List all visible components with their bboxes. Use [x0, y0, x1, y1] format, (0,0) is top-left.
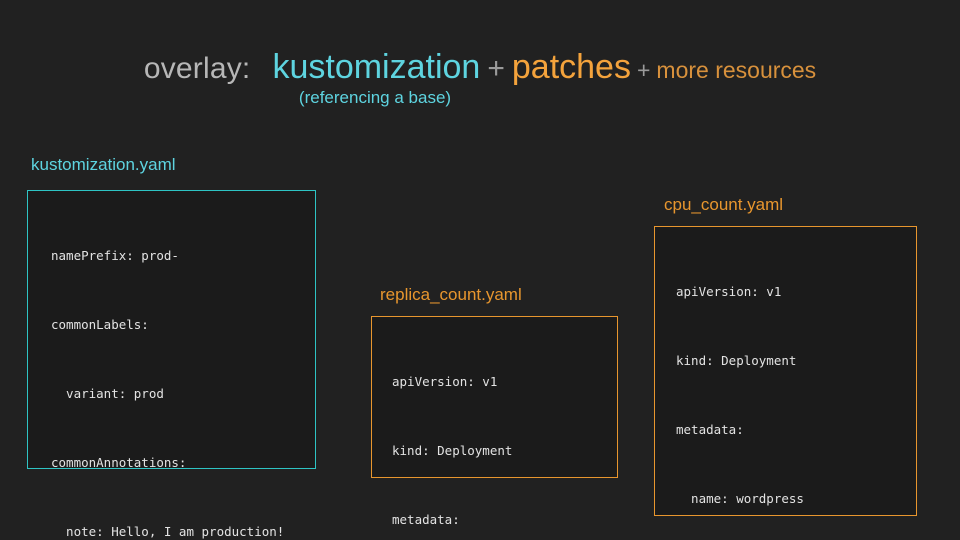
code-block-kustomization-yaml: namePrefix: prod- commonLabels: variant:… — [51, 198, 284, 540]
code-line: commonLabels: — [51, 317, 149, 332]
code-block-cpu-count-yaml: apiVersion: v1 kind: Deployment metadata… — [676, 234, 872, 540]
title-overlay-label: overlay: — [143, 52, 251, 85]
code-line: name: wordpress — [676, 491, 804, 506]
code-block-replica-count-yaml: apiVersion: v1 kind: Deployment metadata… — [392, 324, 520, 540]
code-line: kind: Deployment — [392, 443, 513, 458]
title-more-resources: more resources — [656, 57, 817, 83]
slide-title: overlay:kustomization+patches+more resou… — [0, 48, 960, 87]
code-line: metadata: — [392, 512, 460, 527]
card-box-cpu-count-yaml — [654, 226, 917, 516]
card-label-kustomization-yaml: kustomization.yaml — [31, 155, 176, 174]
slide-subtitle-row: (referencing a base) — [0, 88, 960, 108]
card-label-cpu-count-yaml: cpu_count.yaml — [664, 195, 784, 214]
code-line: metadata: — [676, 422, 744, 437]
slide-subtitle: (referencing a base) — [298, 88, 452, 107]
title-plus-2: + — [636, 57, 651, 83]
code-line: note: Hello, I am production! — [51, 524, 285, 539]
code-line: commonAnnotations: — [51, 455, 187, 470]
code-line: apiVersion: v1 — [676, 284, 782, 299]
title-plus-1: + — [487, 52, 505, 85]
card-box-replica-count-yaml — [371, 316, 618, 478]
card-label-replica-count-yaml: replica_count.yaml — [380, 285, 522, 304]
title-term-kustomization: kustomization — [272, 48, 481, 86]
code-line: variant: prod — [51, 386, 164, 401]
code-line: namePrefix: prod- — [51, 248, 179, 263]
title-term-patches: patches — [511, 48, 631, 86]
card-box-kustomization-yaml — [27, 190, 316, 469]
code-line: kind: Deployment — [676, 353, 797, 368]
code-line: apiVersion: v1 — [392, 374, 498, 389]
